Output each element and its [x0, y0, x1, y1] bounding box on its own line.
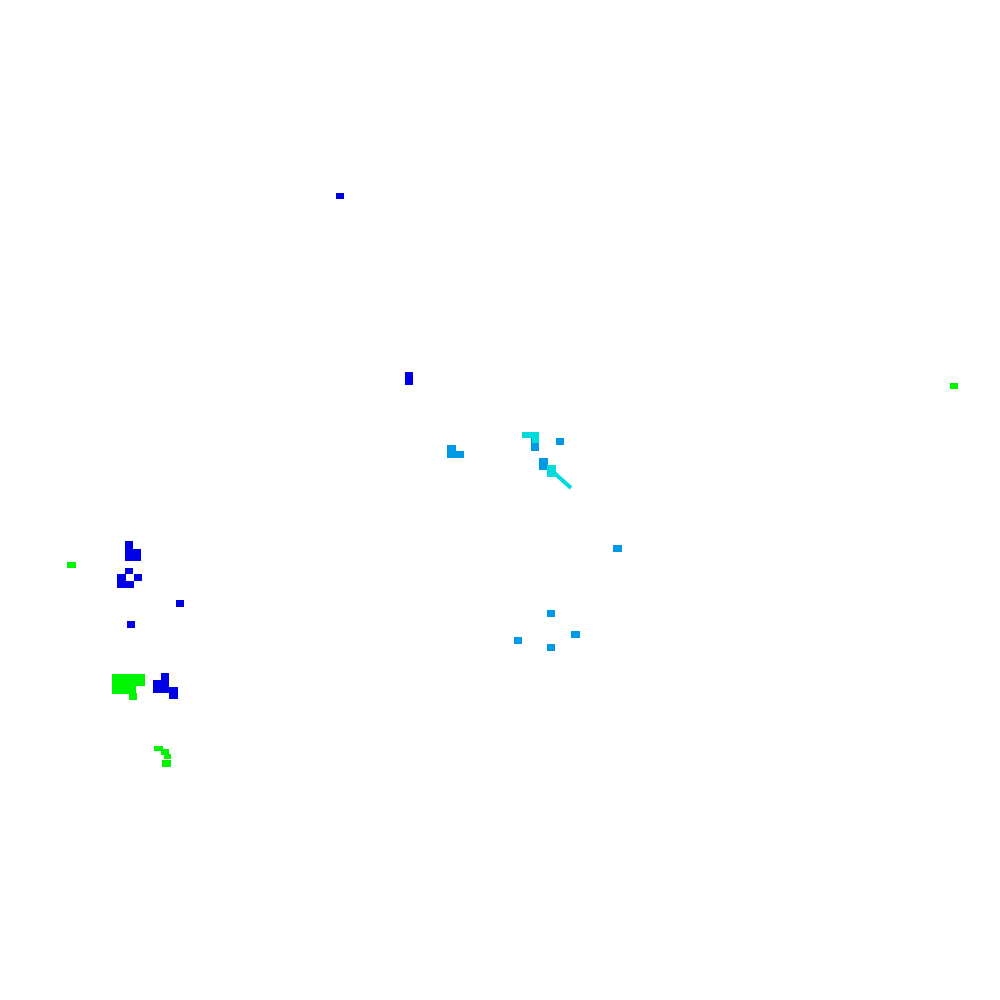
- cluster-center-cyan: [522, 432, 573, 490]
- cluster-southwest-green-pixel-3: [129, 693, 137, 700]
- cluster-center-sky-pixel-3: [531, 444, 539, 451]
- cluster-top-left-pixel-0: [336, 193, 344, 199]
- map-marks: [67, 193, 958, 767]
- cluster-top-left: [336, 193, 344, 199]
- cluster-southwest-green-pixel-1: [112, 674, 145, 686]
- cluster-center-sky-pixel-0: [447, 445, 456, 458]
- cluster-center-sky-pixel-10: [547, 644, 555, 651]
- cluster-southwest-green: [67, 562, 171, 767]
- cluster-east-green-pixel-0: [950, 383, 958, 389]
- cluster-southwest-blue-pixel-3: [117, 574, 126, 582]
- cluster-center-sky-pixel-1: [455, 451, 464, 458]
- cluster-southwest-blue-pixel-7: [127, 621, 135, 628]
- cluster-center-blue: [405, 372, 413, 385]
- cluster-southwest-blue: [117, 541, 184, 699]
- cluster-southwest-blue-pixel-10: [169, 687, 178, 699]
- cluster-southwest-green-pixel-2: [112, 686, 136, 694]
- cluster-southwest-blue-pixel-6: [176, 600, 184, 607]
- cluster-center-cyan-pixel-1: [532, 438, 539, 443]
- cluster-southwest-green-pixel-6: [164, 754, 171, 759]
- cluster-center-cyan-stroke: [549, 468, 573, 490]
- cluster-center-sky-pixel-6: [613, 545, 622, 552]
- cluster-southwest-blue-pixel-0: [125, 541, 133, 550]
- cluster-southwest-blue-pixel-8: [161, 673, 169, 682]
- cluster-southwest-green-pixel-4: [154, 746, 163, 751]
- cluster-southwest-green-pixel-0: [67, 562, 76, 568]
- cluster-center-sky-pixel-9: [514, 637, 522, 644]
- cluster-southwest-blue-pixel-5: [134, 574, 142, 581]
- cluster-east-green: [950, 383, 958, 389]
- cluster-southwest-blue-pixel-4: [117, 581, 134, 588]
- cluster-center-blue-pixel-0: [405, 372, 413, 385]
- cluster-center-sky-pixel-5: [539, 458, 548, 470]
- cluster-center-cyan-pixel-0: [522, 432, 539, 438]
- cluster-center-sky-pixel-4: [556, 438, 564, 445]
- cluster-southwest-blue-pixel-2: [125, 568, 133, 574]
- cluster-center-sky-pixel-7: [547, 610, 555, 617]
- cluster-center-sky-pixel-8: [571, 631, 580, 638]
- cluster-southwest-green-pixel-5: [161, 749, 169, 755]
- cluster-southwest-blue-pixel-1: [125, 549, 141, 561]
- cluster-southwest-green-pixel-7: [162, 760, 171, 767]
- cluster-southwest-blue-pixel-9: [153, 680, 169, 693]
